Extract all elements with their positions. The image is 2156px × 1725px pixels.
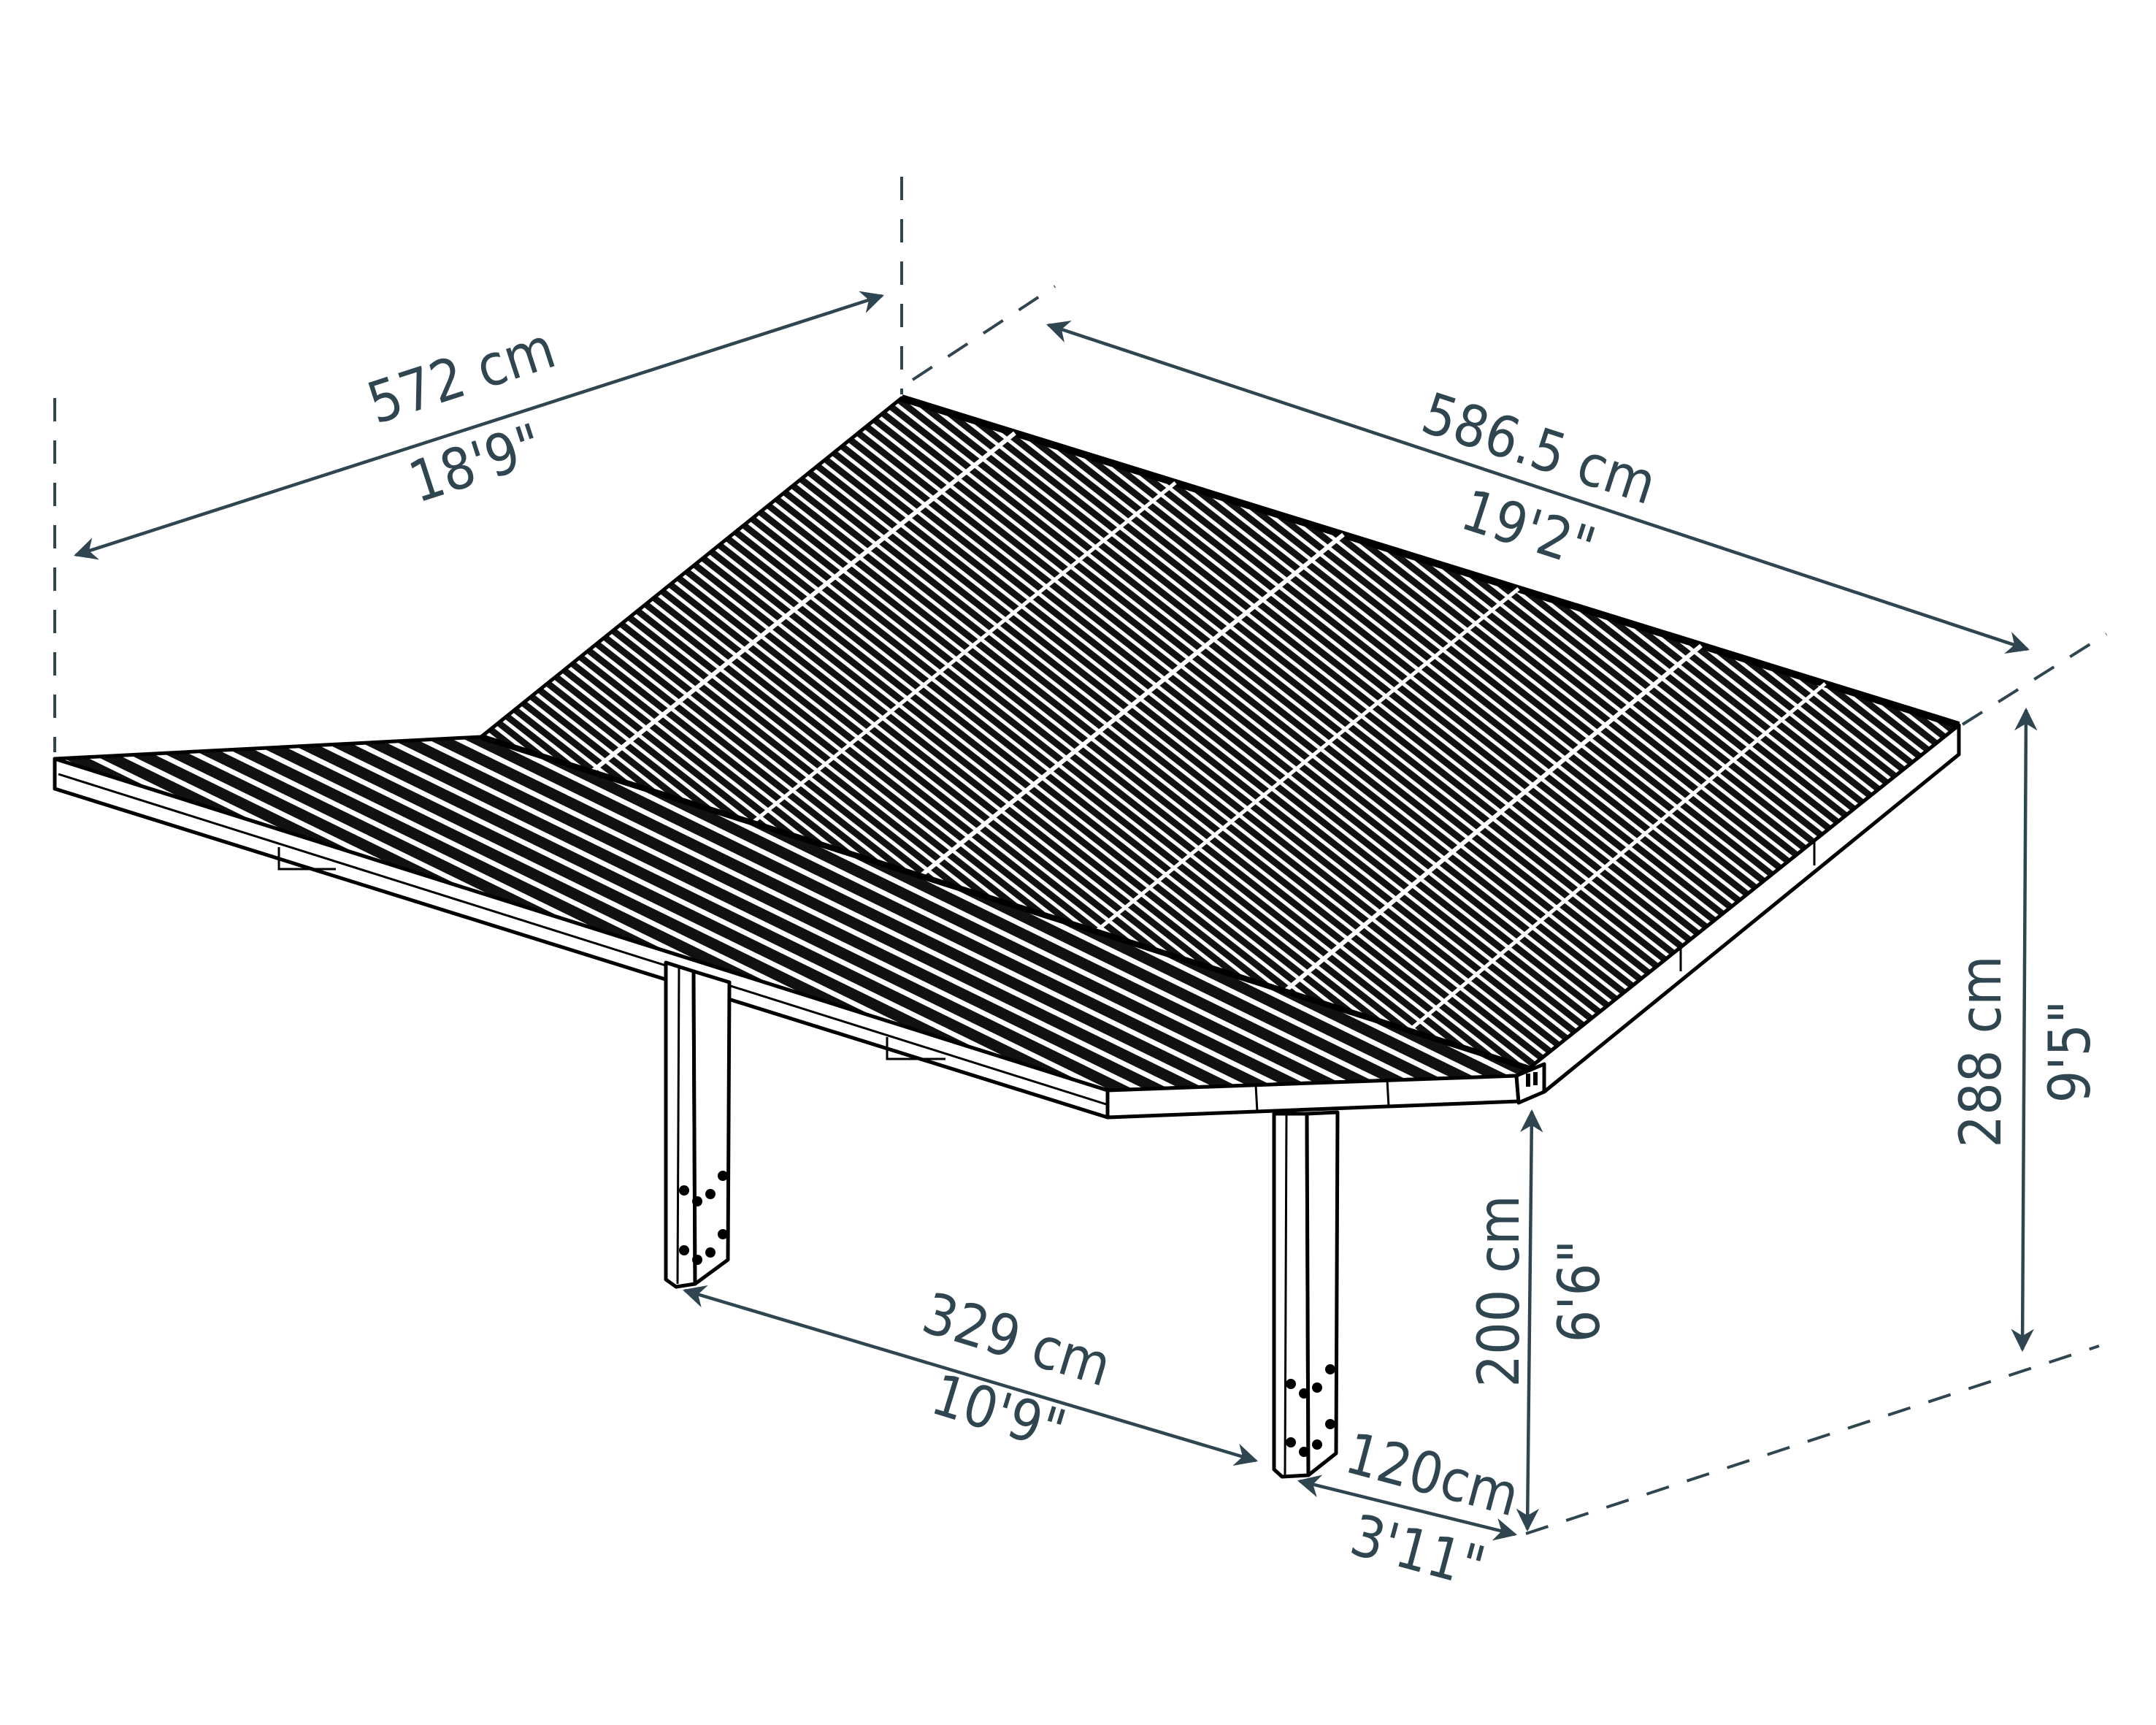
wall-bracket	[277, 847, 336, 871]
top-diagonal-reference	[911, 285, 1056, 381]
wall-bracket	[886, 1037, 945, 1060]
label-586-metric: 586.5 cm	[1414, 380, 1664, 518]
roof-fascia	[53, 723, 1961, 1120]
arrow-586	[1046, 320, 2030, 654]
arrow-120	[1297, 1475, 1518, 1541]
arrow-288	[2011, 707, 2038, 1353]
arrow-329	[682, 1285, 1259, 1466]
arrow-200	[1516, 1109, 1543, 1532]
label-288-imperial: 9'5"	[2038, 1001, 2103, 1104]
reference-lines	[53, 177, 2108, 1535]
post-right	[1272, 1110, 1340, 1479]
right-diagonal-reference	[1961, 632, 2108, 726]
label-288-metric: 288 cm	[1949, 955, 2014, 1147]
ground-reference	[1525, 1345, 2100, 1535]
label-200-imperial: 6'6"	[1547, 1240, 1613, 1343]
post-left	[664, 960, 732, 1289]
dimension-arrows	[74, 291, 2038, 1541]
arrow-572	[74, 291, 884, 560]
label-200-metric: 200 cm	[1467, 1195, 1532, 1387]
